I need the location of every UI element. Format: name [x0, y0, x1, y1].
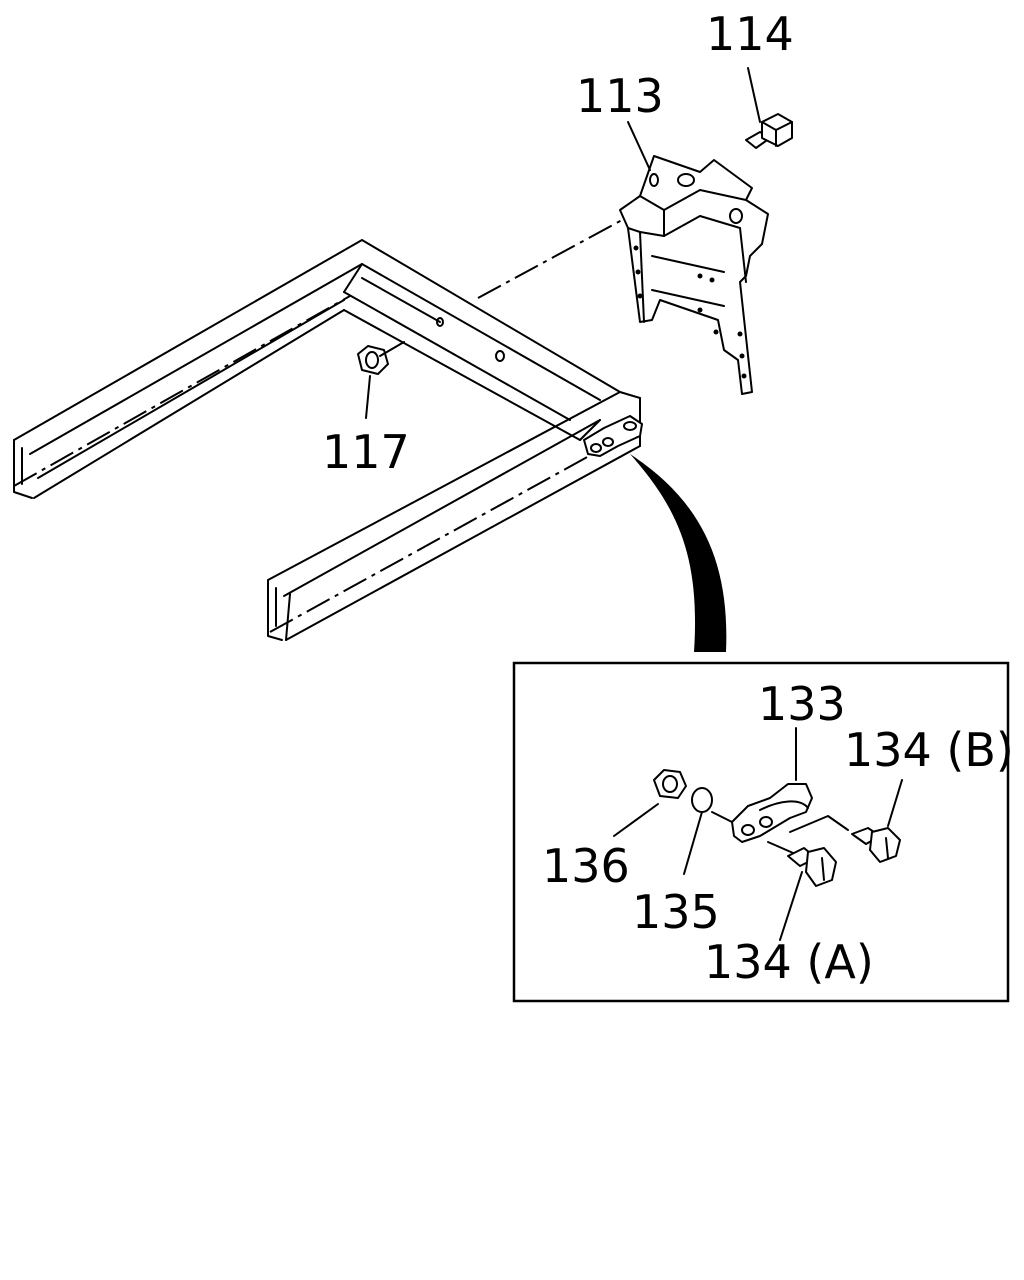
detail-arrow — [630, 454, 727, 652]
clip-on-frame — [583, 415, 643, 457]
leader-lines-upper — [365, 67, 761, 419]
callout-labels: 114 113 117 133 134 (B) 136 135 134 (A) — [322, 7, 1014, 989]
callout-135: 135 — [632, 885, 720, 939]
callout-113: 113 — [576, 69, 664, 123]
bolt-134a — [779, 847, 837, 941]
callout-133: 133 — [758, 677, 846, 731]
callout-114: 114 — [706, 7, 794, 61]
callout-136: 136 — [542, 839, 630, 893]
nut-117 — [357, 341, 405, 375]
bolt-114 — [745, 113, 793, 149]
detail-inset — [512, 661, 1010, 1003]
callout-134b: 134 (B) — [844, 723, 1014, 777]
washer-135 — [683, 787, 713, 875]
chassis-frame — [13, 219, 641, 641]
callout-134a: 134 (A) — [704, 935, 874, 989]
callout-117: 117 — [322, 425, 410, 479]
bracket-assembly — [619, 155, 769, 395]
bolt-134b — [851, 779, 903, 863]
nut-136 — [613, 769, 687, 837]
